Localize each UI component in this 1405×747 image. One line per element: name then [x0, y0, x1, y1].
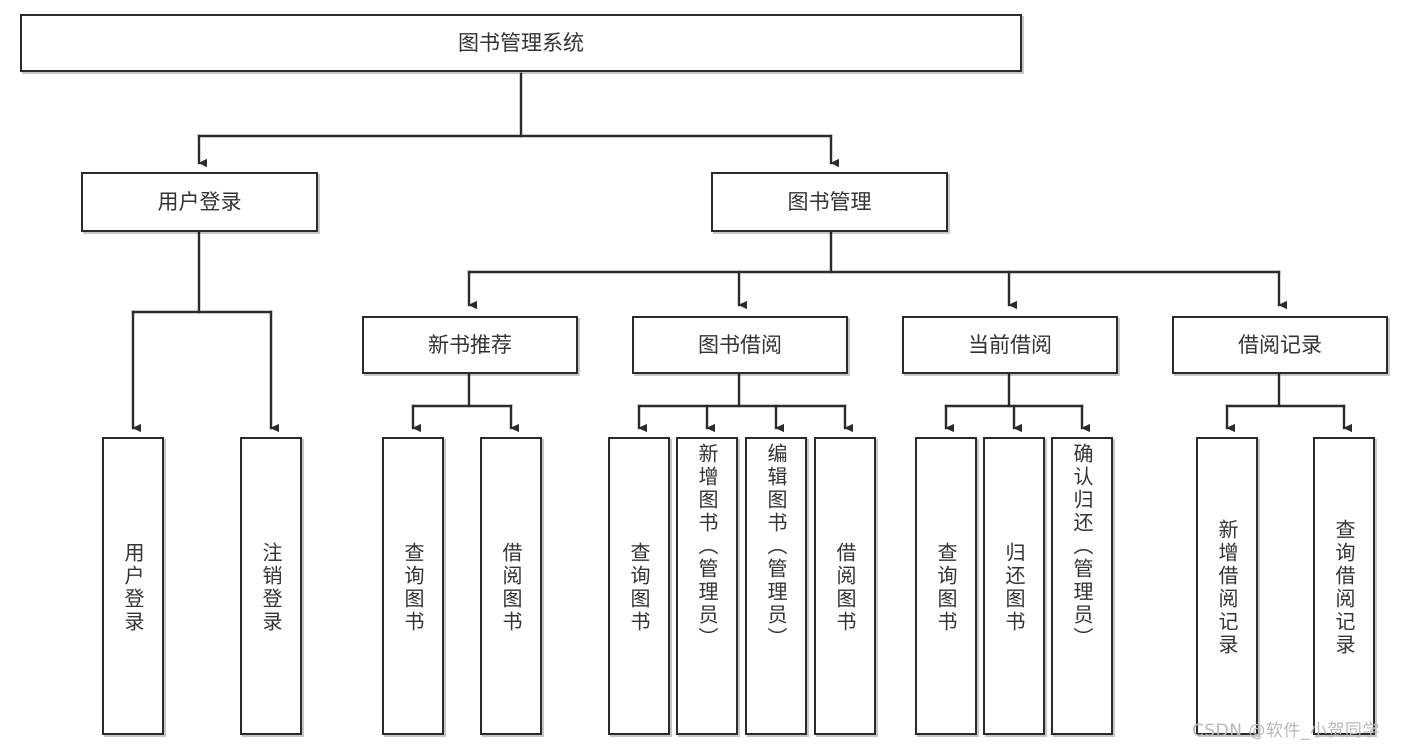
node-current-borrow-label: 当前借阅	[968, 332, 1052, 357]
node-leaf-query-book-2[interactable]: 查询图书	[608, 437, 670, 735]
node-leaf-add-book[interactable]: 新增图书（管理员）	[676, 437, 738, 735]
node-book-management[interactable]: 图书管理	[711, 172, 948, 232]
node-leaf-logout-login-label: 注销登录	[259, 542, 283, 634]
node-leaf-borrow-book-2-label: 借阅图书	[833, 542, 857, 634]
node-leaf-logout-login[interactable]: 注销登录	[240, 437, 302, 735]
node-leaf-user-login[interactable]: 用户登录	[102, 437, 164, 735]
node-root-label: 图书管理系统	[458, 30, 584, 55]
node-leaf-query-book-1[interactable]: 查询图书	[382, 437, 444, 735]
node-leaf-confirm-return-label: 确认归还（管理员）	[1070, 443, 1094, 650]
node-leaf-query-book-3-label: 查询图书	[934, 542, 958, 634]
node-leaf-add-record-label: 新增借阅记录	[1215, 519, 1239, 657]
node-leaf-query-book-1-label: 查询图书	[401, 542, 425, 634]
node-borrow-record[interactable]: 借阅记录	[1172, 316, 1388, 374]
node-leaf-add-book-label: 新增图书（管理员）	[695, 443, 719, 650]
node-leaf-borrow-book-1[interactable]: 借阅图书	[480, 437, 542, 735]
node-book-management-label: 图书管理	[787, 189, 872, 214]
node-current-borrow[interactable]: 当前借阅	[902, 316, 1118, 374]
node-leaf-user-login-label: 用户登录	[121, 542, 145, 634]
node-leaf-query-book-3[interactable]: 查询图书	[915, 437, 977, 735]
node-new-book-recommend[interactable]: 新书推荐	[362, 316, 578, 374]
node-leaf-query-record-label: 查询借阅记录	[1332, 519, 1356, 657]
node-leaf-query-book-2-label: 查询图书	[627, 542, 651, 634]
node-new-book-recommend-label: 新书推荐	[428, 332, 512, 357]
node-leaf-edit-book-label: 编辑图书（管理员）	[764, 443, 788, 650]
node-leaf-return-book-label: 归还图书	[1002, 542, 1026, 634]
csdn-watermark: CSDN @软件_小贺同学	[1192, 721, 1380, 741]
node-book-borrow-label: 图书借阅	[698, 332, 782, 357]
node-leaf-confirm-return[interactable]: 确认归还（管理员）	[1051, 437, 1113, 735]
node-user-login[interactable]: 用户登录	[81, 172, 318, 232]
node-book-borrow[interactable]: 图书借阅	[632, 316, 848, 374]
node-borrow-record-label: 借阅记录	[1238, 332, 1322, 357]
node-leaf-borrow-book-2[interactable]: 借阅图书	[814, 437, 876, 735]
node-leaf-query-record[interactable]: 查询借阅记录	[1313, 437, 1375, 735]
node-root[interactable]: 图书管理系统	[20, 14, 1022, 72]
node-user-login-label: 用户登录	[157, 189, 242, 214]
node-leaf-return-book[interactable]: 归还图书	[983, 437, 1045, 735]
node-leaf-borrow-book-1-label: 借阅图书	[499, 542, 523, 634]
node-leaf-edit-book[interactable]: 编辑图书（管理员）	[745, 437, 807, 735]
node-leaf-add-record[interactable]: 新增借阅记录	[1196, 437, 1258, 735]
